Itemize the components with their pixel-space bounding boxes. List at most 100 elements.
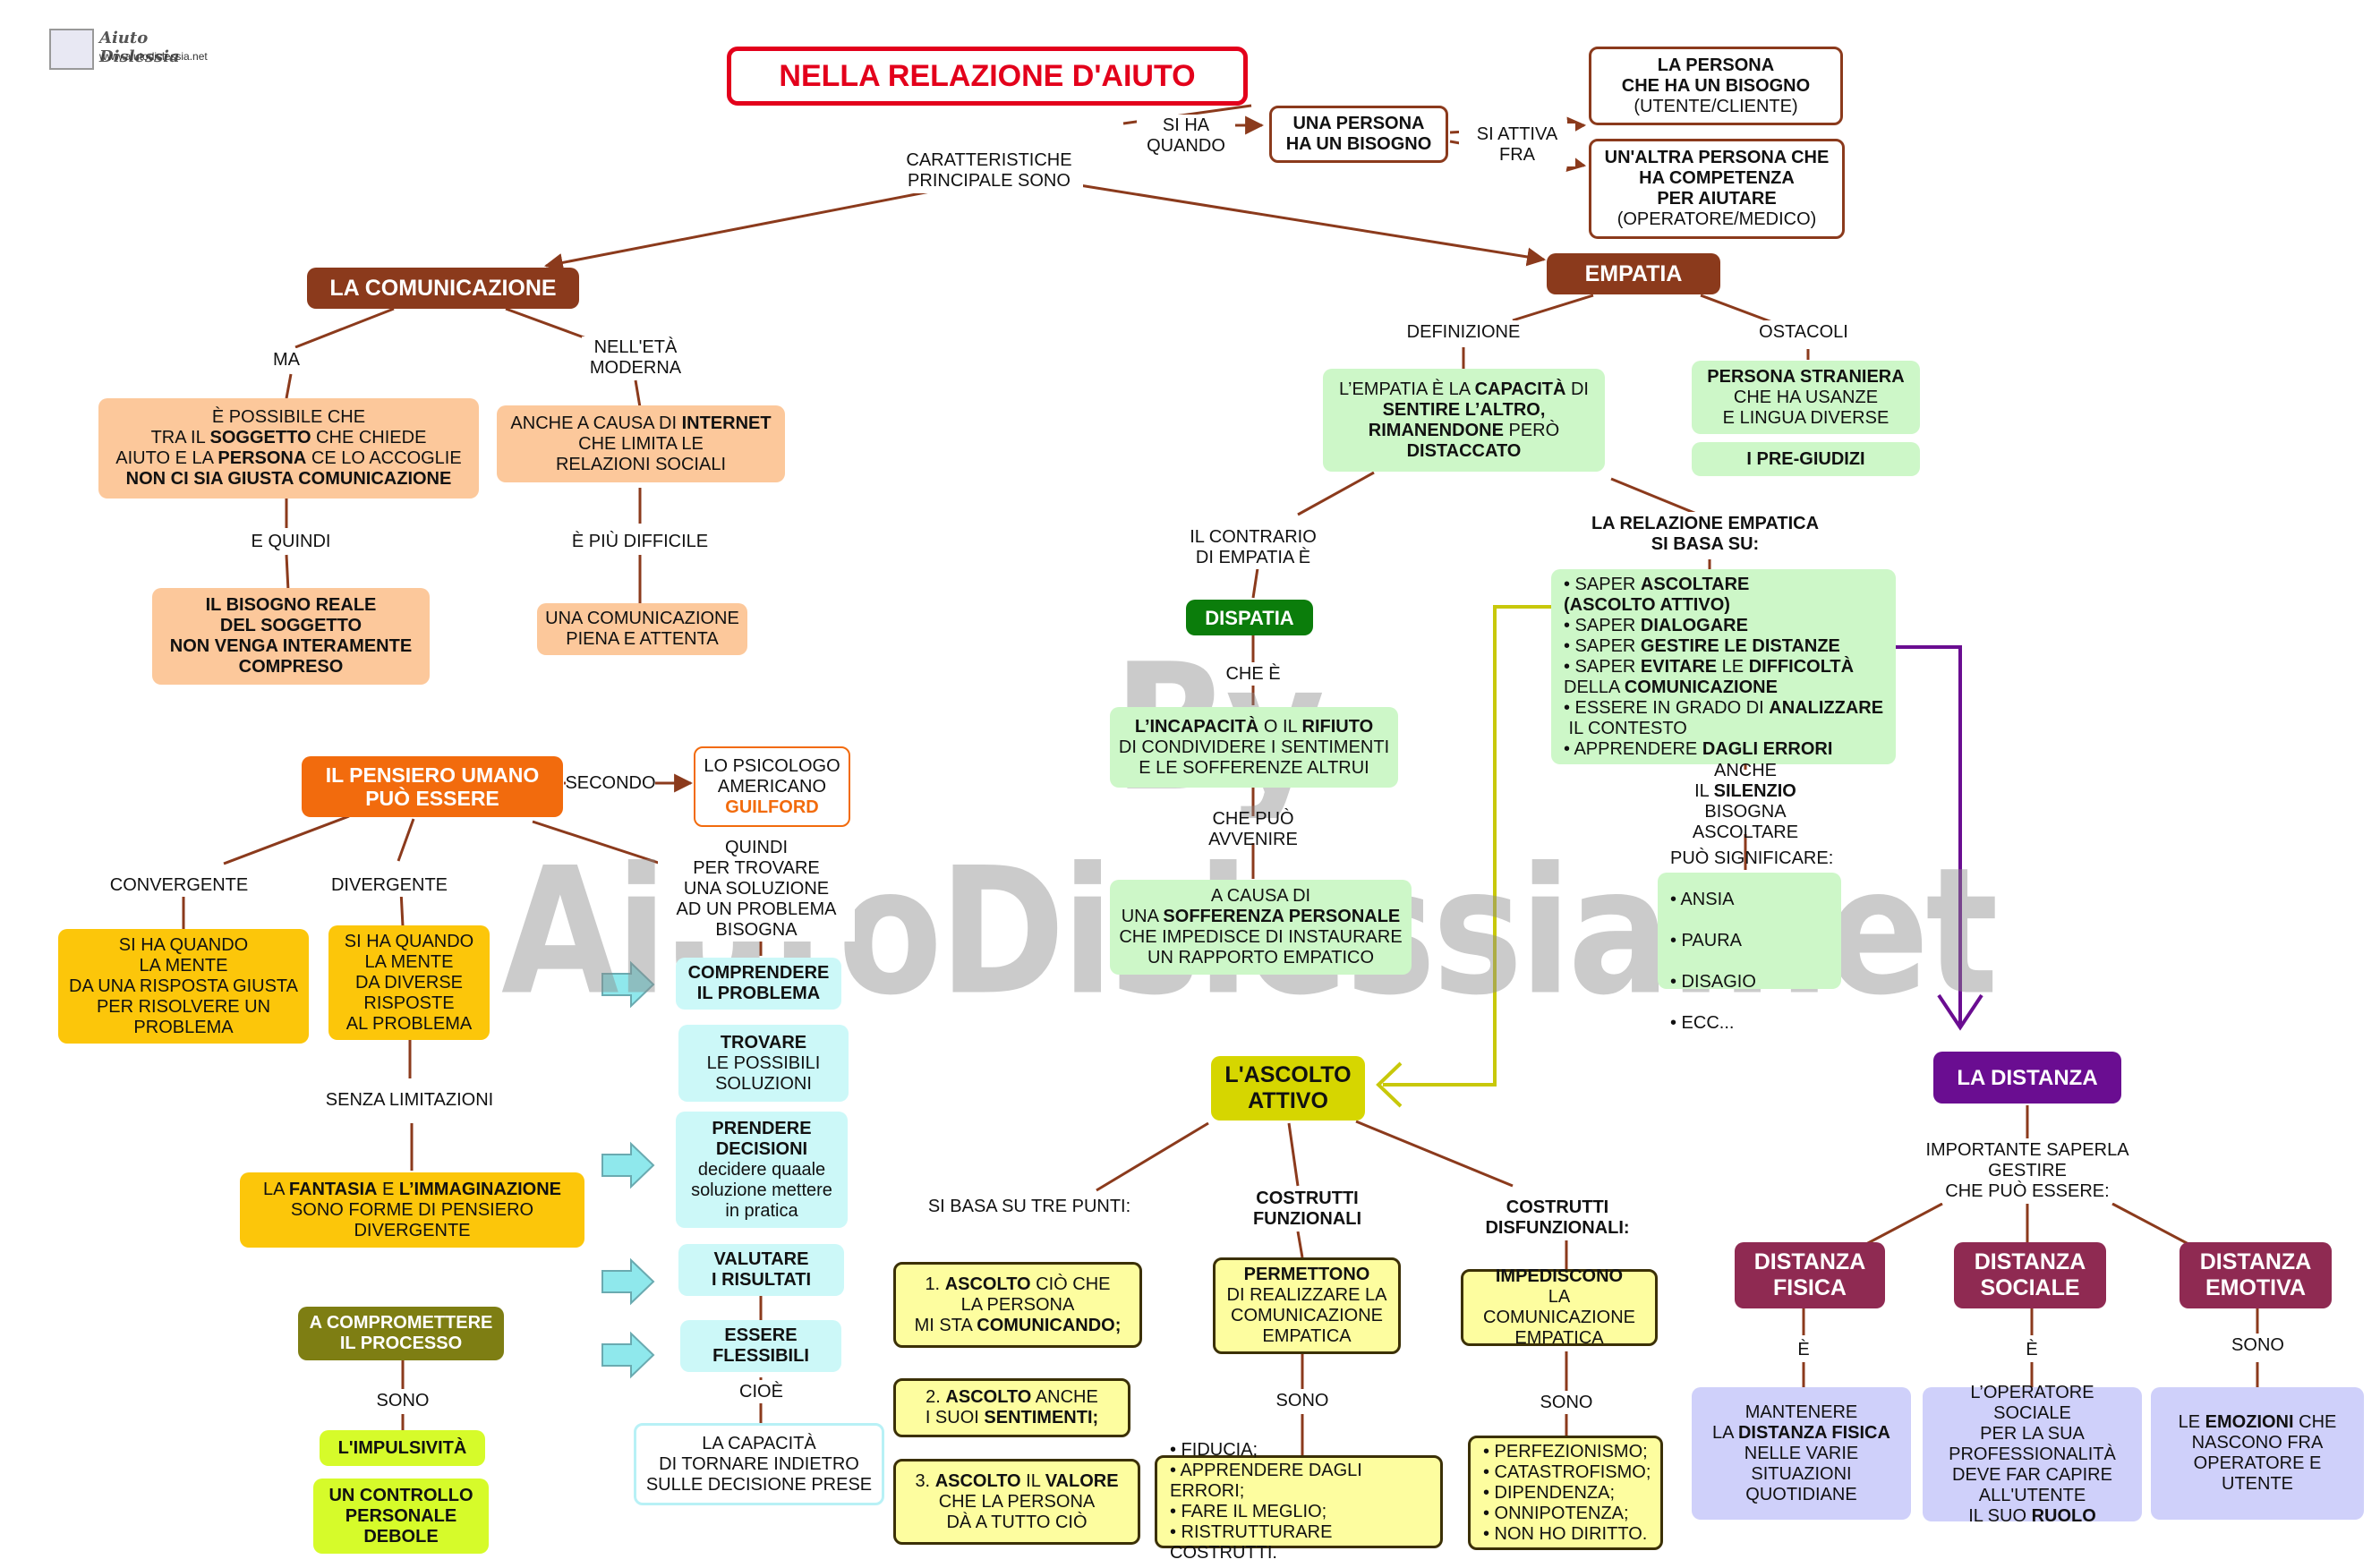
funz-item: • FIDUCIA; [1170,1440,1258,1460]
node-ascolto-attivo: L'ASCOLTO ATTIVO [1211,1056,1365,1121]
title-node: NELLA RELAZIONE D'AIUTO [727,47,1248,106]
disfunz-item: • CATASTROFISMO; [1483,1461,1651,1482]
node-significare: PUÒ SIGNIFICARE: • ANSIA • PAURA • DISAG… [1658,848,1841,1033]
label-importante: IMPORTANTE SAPERLA GESTIRE CHE PUÒ ESSER… [1915,1138,2139,1203]
label-sono-disfunzionali: SONO [1526,1391,1607,1414]
logo: Aiuto Dislessia www.aiutodislessia.net [49,29,219,70]
funz-item: • FARE IL MEGLIO; [1170,1502,1327,1521]
label-che-e: CHE È [1217,662,1289,686]
label-funzionali: COSTRUTTI FUNZIONALI [1233,1187,1381,1231]
significare-item: • PAURA [1670,931,1742,950]
label-contrario: IL CONTRARIO DI EMPATIA È [1173,526,1334,569]
guilford-name: GUILFORD [725,797,819,817]
label-caratteristiche: CARATTERISTICHE PRINCIPALE SONO [895,149,1083,193]
node-bisogno-reale: IL BISOGNO REALE DEL SOGGETTO NON VENGA … [152,588,430,685]
node-pensiero: IL PENSIERO UMANO PUÒ ESSERE [302,756,563,817]
label-sono-compromettere: SONO [363,1389,443,1412]
node-compromettere: A COMPROMETTERE IL PROCESSO [298,1307,504,1360]
label-disfunzionali: COSTRUTTI DISFUNZIONALI: [1468,1196,1647,1240]
funz-item: • RISTRUTTURARE COSTRUTTI. [1170,1522,1333,1563]
significare-item: • ECC... [1670,1013,1735,1033]
label-e-sociale: È [2018,1338,2045,1361]
disfunz-item: • DIPENDENZA; [1483,1482,1616,1503]
node-persona-bisogno: UNA PERSONA HA UN BISOGNO [1269,106,1448,163]
node-comunicazione-piena: UNA COMUNICAZIONE PIENA E ATTENTA [537,603,747,655]
label-definizione: DEFINIZIONE [1396,320,1531,344]
text: • SAPER ASCOLTARE(ASCOLTO ATTIVO)• SAPER… [1564,574,1884,759]
arrow-icon [601,1257,655,1306]
disfunz-item: • NON HO DIRITTO. [1483,1523,1648,1544]
significare-head: PUÒ SIGNIFICARE: [1670,848,1834,868]
logo-name: Aiuto Dislessia [99,29,180,66]
arrow-icon [601,960,655,1009]
label-relazione-empatica: LA RELAZIONE EMPATICA SI BASA SU: [1571,512,1839,557]
node-divergente: SI HA QUANDO LA MENTE DA DIVERSE RISPOST… [328,925,490,1040]
label-si-attiva-fra: SI ATTIVA FRA [1459,124,1575,166]
label-sono-emotiva: SONO [2220,1334,2296,1357]
label-cioe: CIOÈ [723,1380,799,1403]
disfunz-item: • PERFEZIONISMO; [1483,1441,1648,1461]
label-sono-funzionali: SONO [1262,1389,1343,1412]
arrow-icon [601,1331,655,1379]
node-comunicazione: LA COMUNICAZIONE [307,268,579,309]
node-distanza-sociale: DISTANZA SOCIALE [1954,1242,2106,1308]
label-secondo: SECONDO [565,771,656,795]
node-controllo: UN CONTROLLO PERSONALE DEBOLE [313,1479,489,1554]
node-convergente: SI HA QUANDO LA MENTE DA UNA RISPOSTA GI… [58,929,309,1044]
node-disfunz-list: • PERFEZIONISMO; • CATASTROFISMO; • DIPE… [1468,1436,1663,1550]
text: PUÒ SIGNIFICARE: • ANSIA • PAURA • DISAG… [1670,828,1833,1034]
node-distanza-fisica: DISTANZA FISICA [1735,1242,1885,1308]
significare-item: • DISAGIO [1670,972,1756,992]
node-funz-list: • FIDUCIA; • APPRENDERE DAGLI ERRORI; • … [1155,1440,1443,1563]
label-senza-limitazioni: SENZA LIMITAZIONI [309,1088,510,1112]
label-divergente: DIVERGENTE [327,873,452,897]
label-piu-difficile: È PIÙ DIFFICILE [564,530,716,553]
label-ostacoli: OSTACOLI [1750,320,1857,344]
node-flessibili: ESSERE FLESSIBILI [680,1320,841,1372]
node-comprendere: COMPRENDERE IL PROBLEMA [676,958,841,1010]
prendere-title: PRENDERE DECISIONI [712,1118,812,1159]
label-si-ha-quando: SI HA QUANDO [1137,115,1235,158]
label-eta-moderna: NELL'ETÀ MODERNA [582,337,689,379]
book-icon [49,29,94,70]
label-e-quindi: E QUINDI [242,530,340,553]
logo-url: www.aiutodislessia.net [99,50,208,63]
node-prendere: PRENDERE DECISIONI decidere quaale soluz… [676,1112,848,1228]
prendere-sub: decidere quaale soluzione mettere in pra… [691,1159,832,1221]
node-pregiudizi: I PRE-GIUDIZI [1692,442,1920,476]
label-puo-avvenire: CHE PUÒ AVVENIRE [1164,809,1343,849]
label-e-fisica: È [1790,1338,1817,1361]
node-valutare: VALUTARE I RISULTATI [678,1244,844,1296]
node-relazione-list: • SAPER ASCOLTARE(ASCOLTO ATTIVO)• SAPER… [1551,569,1896,764]
arrow-icon [601,1141,655,1189]
